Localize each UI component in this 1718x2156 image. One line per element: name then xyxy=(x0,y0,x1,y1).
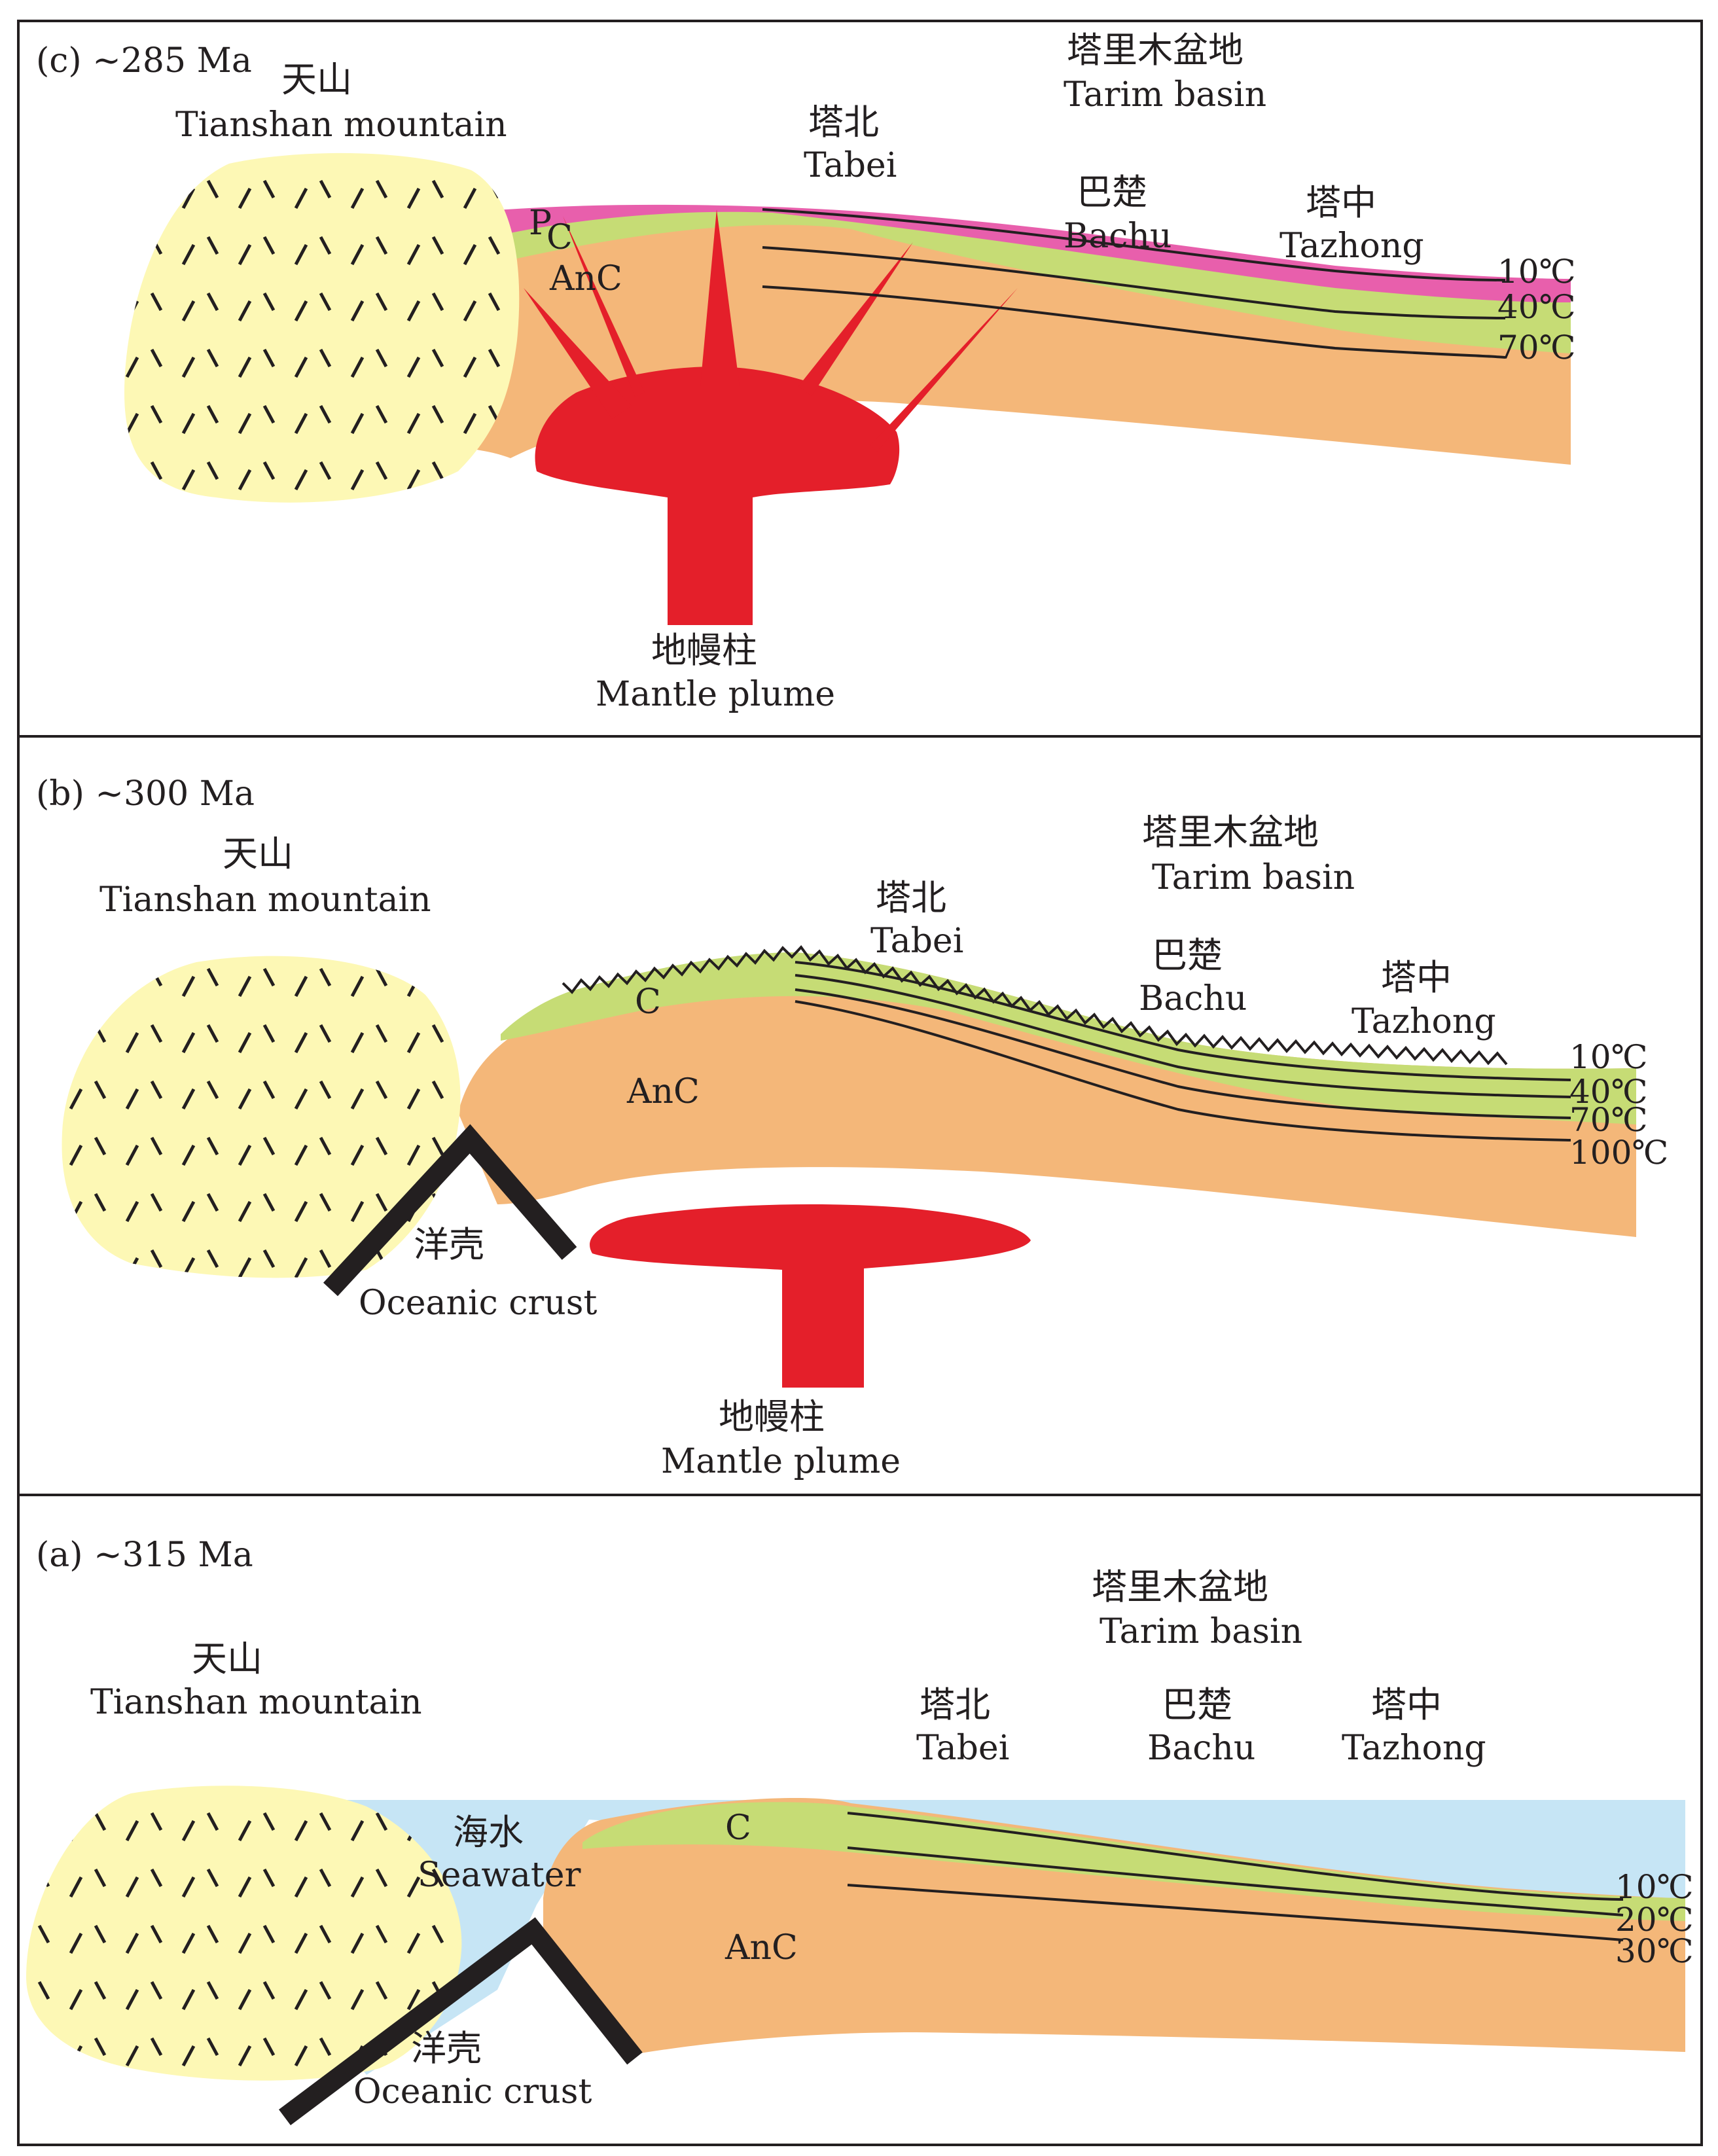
bachu-en-label: Bachu xyxy=(1064,217,1172,256)
layer-carboniferous xyxy=(582,1802,1685,1921)
isotherm-label: 40℃ xyxy=(1497,288,1576,326)
tazhong-cn-label: 塔中 xyxy=(1371,1684,1442,1725)
tarim-cn-label: 塔里木盆地 xyxy=(1142,812,1319,853)
tazhong-en-label: Tazhong xyxy=(1342,1729,1486,1768)
figure-frame xyxy=(17,20,1703,2146)
tianshan-cn-label: 天山 xyxy=(223,833,293,874)
panel-title: (a) ~315 Ma xyxy=(36,1536,253,1575)
plume-en-label: Mantle plume xyxy=(596,675,835,714)
tazhong-en-label: Tazhong xyxy=(1280,226,1424,266)
mantle-plume xyxy=(535,367,900,625)
bachu-en-label: Bachu xyxy=(1139,979,1247,1018)
crust-cn-label: 洋壳 xyxy=(411,2028,482,2069)
isotherm-b-4 xyxy=(795,1000,1571,1141)
panel-b: (b) ~300 Ma 天山 Tianshan mountain 塔里木盆地 T… xyxy=(36,774,1668,1481)
isotherm-b-3 xyxy=(795,988,1571,1119)
plume-dike-5 xyxy=(870,288,1018,452)
mountain-tianshan-texture xyxy=(124,153,520,503)
plume-dike-4 xyxy=(798,242,913,396)
plume-cn-label: 地幔柱 xyxy=(719,1396,825,1437)
isotherm-b-1 xyxy=(795,961,1571,1081)
isotherm-label: 10℃ xyxy=(1615,1868,1694,1906)
panel-title: (b) ~300 Ma xyxy=(36,774,255,814)
layer-permian xyxy=(488,204,1571,302)
tarim-en-label: Tarim basin xyxy=(1152,858,1355,897)
tarim-cn-label: 塔里木盆地 xyxy=(1092,1566,1268,1608)
tabei-en-label: Tabei xyxy=(870,922,963,961)
mountain-tianshan-texture xyxy=(62,956,461,1278)
panel-a: (a) ~315 Ma 天山 Tianshan mountain 塔里木盆地 T… xyxy=(26,1536,1694,2125)
isotherm-a-2 xyxy=(847,1846,1624,1916)
oceanic-crust xyxy=(279,1917,643,2125)
unit-p-label: P xyxy=(529,204,552,243)
isotherm-label: 70℃ xyxy=(1569,1101,1648,1139)
layer-carboniferous xyxy=(492,208,1571,353)
bachu-cn-label: 巴楚 xyxy=(1077,171,1147,213)
isotherm-label: 10℃ xyxy=(1497,253,1576,291)
bachu-cn-label: 巴楚 xyxy=(1152,935,1223,976)
unit-c-label: C xyxy=(725,1808,751,1848)
tabei-en-label: Tabei xyxy=(804,146,897,185)
bachu-cn-label: 巴楚 xyxy=(1162,1684,1232,1725)
tabei-en-label: Tabei xyxy=(916,1729,1009,1768)
isotherm-a-3 xyxy=(847,1884,1624,1941)
mountain-tianshan-texture xyxy=(26,1786,462,2081)
isotherm-c-1 xyxy=(762,208,1506,281)
isotherm-b-2 xyxy=(795,974,1571,1098)
seawater xyxy=(275,1800,1685,2075)
tianshan-en-label: Tianshan mountain xyxy=(99,880,431,920)
unit-c-label: C xyxy=(635,982,661,1022)
tazhong-cn-label: 塔中 xyxy=(1306,182,1376,223)
oceanic-crust xyxy=(323,1124,577,1297)
tarim-en-label: Tarim basin xyxy=(1064,75,1266,115)
basement-anc xyxy=(543,1798,1685,2055)
basement-anc xyxy=(458,952,1636,1237)
isotherm-label: 10℃ xyxy=(1569,1038,1648,1076)
unit-anc-label: AnC xyxy=(626,1072,700,1111)
plume-dike-3 xyxy=(700,209,740,386)
isotherm-c-3 xyxy=(762,285,1506,359)
tabei-cn-label: 塔北 xyxy=(808,101,879,143)
tabei-cn-label: 塔北 xyxy=(920,1684,990,1725)
bachu-en-label: Bachu xyxy=(1147,1729,1255,1768)
mantle-plume xyxy=(590,1204,1031,1388)
tazhong-en-label: Tazhong xyxy=(1351,1002,1496,1041)
tianshan-en-label: Tianshan mountain xyxy=(175,105,507,145)
tarim-cn-label: 塔里木盆地 xyxy=(1067,29,1244,71)
tazhong-cn-label: 塔中 xyxy=(1381,957,1452,998)
sea-en-label: Seawater xyxy=(418,1856,581,1895)
unit-c-label: C xyxy=(546,218,573,257)
erosion-surface xyxy=(562,944,1508,1066)
panel-c: (c) ~285 Ma 天山 Tianshan mountain 塔里木盆地 T… xyxy=(36,29,1576,714)
isotherm-label: 30℃ xyxy=(1615,1932,1694,1970)
isotherm-a-1 xyxy=(847,1812,1624,1901)
isotherm-label: 70℃ xyxy=(1497,329,1576,367)
tianshan-cn-label: 天山 xyxy=(192,1638,262,1680)
tarim-en-label: Tarim basin xyxy=(1100,1612,1302,1651)
isotherm-label: 40℃ xyxy=(1569,1073,1648,1111)
crust-en-label: Oceanic crust xyxy=(353,2072,592,2111)
sea-cn-label: 海水 xyxy=(453,1812,524,1853)
tabei-cn-label: 塔北 xyxy=(876,877,946,918)
plume-dike-1 xyxy=(524,288,632,419)
isotherm-label: 100℃ xyxy=(1569,1134,1668,1172)
unit-anc-label: AnC xyxy=(725,1928,798,1967)
plume-en-label: Mantle plume xyxy=(661,1442,901,1481)
panel-title: (c) ~285 Ma xyxy=(36,41,252,81)
crust-cn-label: 洋壳 xyxy=(414,1224,484,1265)
crust-en-label: Oceanic crust xyxy=(359,1284,597,1323)
plume-dike-2 xyxy=(563,216,645,397)
plume-cn-label: 地幔柱 xyxy=(651,630,757,671)
unit-anc-label: AnC xyxy=(549,259,622,298)
isotherm-label: 20℃ xyxy=(1615,1901,1694,1939)
tianshan-en-label: Tianshan mountain xyxy=(90,1683,422,1722)
isotherm-c-2 xyxy=(762,246,1506,319)
tianshan-cn-label: 天山 xyxy=(281,59,352,100)
